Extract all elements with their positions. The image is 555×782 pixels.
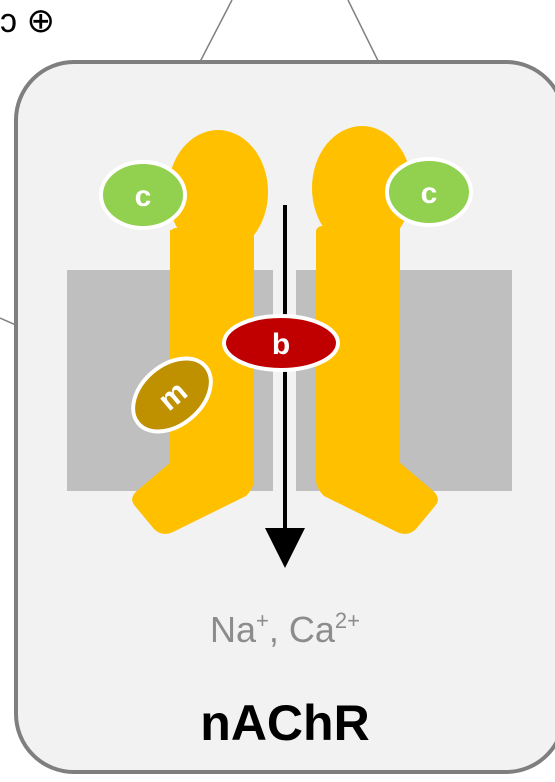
ion-ca-charge: 2+ (335, 608, 360, 633)
receptor-title: nAChR (200, 695, 369, 751)
ion-separator: , (269, 609, 289, 650)
site-b: b (222, 314, 340, 372)
site-c-left: c (99, 160, 187, 230)
ion-na: Na (210, 609, 257, 650)
ion-na-charge: + (256, 608, 269, 633)
site-m: m (131, 356, 213, 434)
site-c-left-label: c (135, 180, 152, 213)
ions-label: Na+, Ca2+ (210, 608, 360, 650)
ion-ca: Ca (289, 609, 336, 650)
subunit-right (312, 126, 438, 534)
site-c-right: c (385, 157, 473, 227)
top-left-text-fragment: ɔ ⊕ (0, 2, 55, 40)
site-b-label: b (272, 328, 290, 361)
site-c-right-label: c (421, 177, 438, 210)
